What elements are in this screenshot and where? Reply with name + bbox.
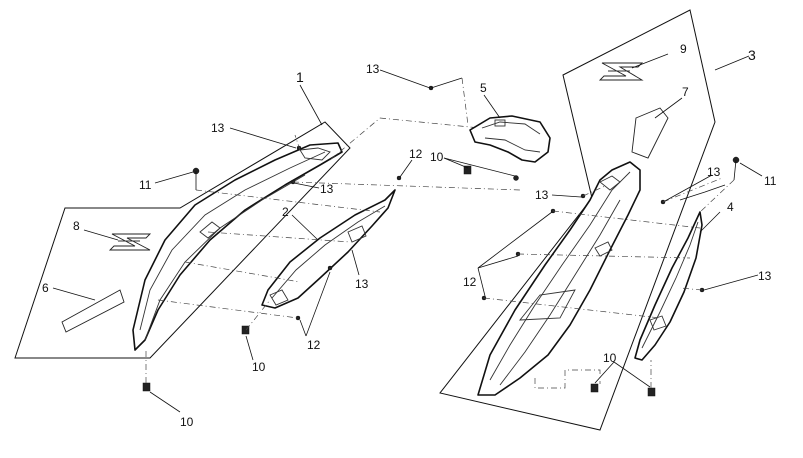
callout-6: 6 [42,281,49,295]
left-fasteners [142,145,402,392]
callout-13-right-top: 13 [707,165,721,179]
nut-10-right-b [647,387,656,397]
callout-10-right: 10 [603,351,617,365]
nut-10-right-a [590,383,599,393]
right-emblem-decal[interactable] [598,62,644,81]
callout-10-left-mid: 10 [252,360,266,374]
callout-5: 5 [480,81,487,95]
nut-10-left-b [142,382,151,392]
callout-13-right-left: 13 [535,188,549,202]
center-fasteners [428,77,519,181]
callout-13-right-bottom: 13 [758,269,772,283]
callout-4: 4 [727,200,734,214]
right-side-cover-part[interactable] [477,161,641,396]
callout-7: 7 [682,85,689,99]
left-assembly-lines [145,117,521,383]
callout-11-left: 11 [139,178,152,192]
left-stripe-decal[interactable] [61,289,125,333]
callout-13-left-mid: 13 [320,182,334,196]
callout-8: 8 [73,219,80,233]
callout-12-left-bottom: 12 [307,338,321,352]
left-group-frame [14,121,351,359]
right-assembly-lines [483,177,735,389]
nut-10-left-a [241,325,250,335]
clip-13-left-c [327,265,333,271]
callout-labels: 1 2 3 4 5 6 7 8 9 10 10 10 10 11 11 12 1… [42,42,777,429]
left-inner-panel-part[interactable] [261,189,396,309]
callout-13-left-bottom: 13 [355,277,369,291]
callout-13-left-top: 13 [211,121,225,135]
leader-lines [52,53,763,413]
callout-3: 3 [748,47,756,63]
callout-13-top: 13 [366,62,380,76]
nut-10-center-a [463,165,472,175]
callout-9: 9 [680,42,687,56]
right-inner-panel-part[interactable] [634,211,703,361]
nut-10-center-b [513,175,519,181]
right-stripe-decal[interactable] [631,107,669,159]
left-side-cover-part[interactable] [132,142,343,351]
callout-2: 2 [282,205,289,219]
center-bracket-part[interactable] [469,115,551,163]
callout-12-left-top: 12 [409,147,423,161]
callout-10-center: 10 [430,150,444,164]
callout-10-left-bottom: 10 [180,415,194,429]
left-emblem-decal[interactable] [108,233,152,251]
callout-11-right: 11 [764,174,777,188]
callout-1: 1 [296,69,304,85]
callout-12-right: 12 [463,275,477,289]
